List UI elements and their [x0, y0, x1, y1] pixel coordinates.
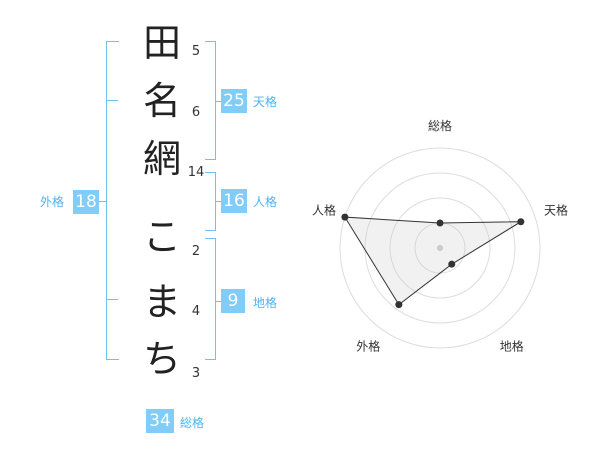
tenkaku-bracket [205, 41, 216, 160]
jinkaku-bracket [205, 172, 216, 231]
radar-ring-2 [389, 197, 491, 299]
stroke-count-2: 6 [191, 105, 201, 120]
radar-ring-4 [339, 147, 541, 349]
radar-point-1 [436, 219, 444, 227]
gaikaku-bracket-mid-tick-lower [106, 299, 118, 300]
jinkaku-connector [216, 201, 222, 202]
radar-point-2 [517, 218, 525, 226]
radar-point-4 [395, 301, 403, 309]
name-char-4: こ [142, 215, 181, 259]
radar-axis-label-4: 外格 [356, 339, 380, 354]
radar-center-dot [437, 245, 443, 251]
radar-ring-3 [364, 172, 516, 324]
tenkaku-connector [216, 101, 222, 102]
gaikaku-label: 外格 [40, 195, 65, 209]
gaikaku-badge: 18 [73, 190, 99, 214]
soukaku-badge: 34 [146, 409, 174, 433]
chikaku-badge: 9 [221, 289, 245, 313]
stroke-count-6: 3 [191, 366, 201, 381]
tenkaku-label: 天格 [253, 95, 278, 109]
radar-axis-label-3: 地格 [500, 339, 524, 354]
name-char-6: ち [142, 337, 181, 381]
gaikaku-bracket-mid-tick-upper [106, 100, 118, 101]
stroke-count-4: 2 [191, 244, 201, 259]
radar-area [343, 216, 523, 306]
stroke-count-5: 4 [191, 304, 201, 319]
radar-point-5 [341, 213, 349, 221]
radar-point-3 [448, 260, 456, 268]
chikaku-label: 地格 [253, 296, 278, 310]
jinkaku-badge: 16 [221, 189, 247, 213]
soukaku-label: 総格 [180, 416, 205, 430]
name-char-3: 網 [142, 137, 181, 181]
radar-axis-label-1: 総格 [428, 118, 452, 133]
name-char-2: 名 [142, 79, 181, 123]
radar-axis-label-5: 人格 [312, 202, 336, 217]
jinkaku-label: 人格 [253, 195, 278, 209]
chikaku-bracket [205, 238, 216, 360]
stroke-count-1: 5 [191, 44, 201, 59]
stroke-count-3: 14 [187, 165, 205, 180]
tenkaku-badge: 25 [221, 89, 247, 113]
gaikaku-bracket [106, 41, 119, 360]
name-char-5: ま [142, 280, 181, 324]
gaikaku-connector [96, 201, 106, 202]
radar-axis-label-2: 天格 [544, 202, 568, 217]
name-char-1: 田 [142, 21, 181, 65]
chikaku-connector [216, 301, 222, 302]
